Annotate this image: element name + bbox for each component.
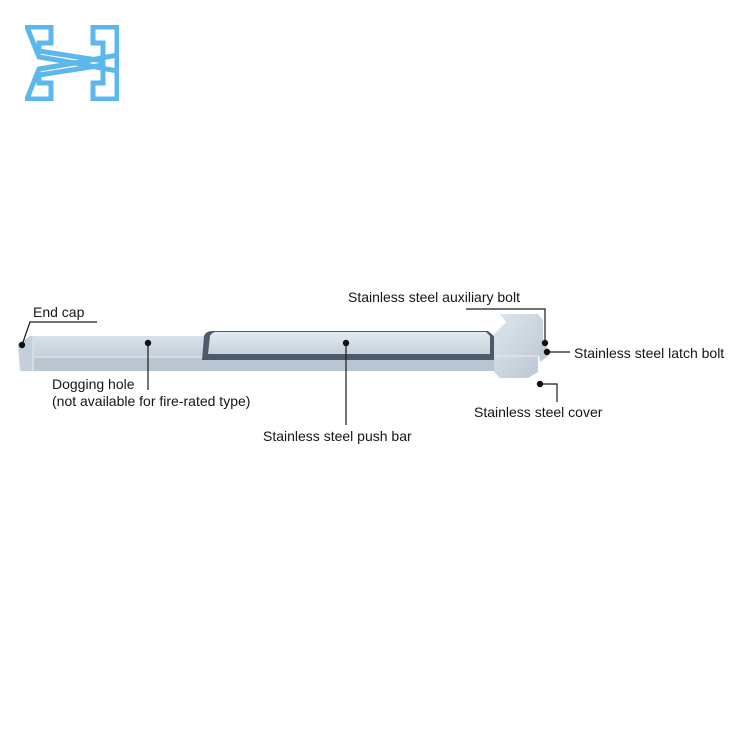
leader-dots — [18, 339, 551, 388]
label-push-bar: Stainless steel push bar — [263, 428, 412, 444]
label-cover: Stainless steel cover — [474, 404, 603, 420]
label-auxiliary-bolt: Stainless steel auxiliary bolt — [348, 289, 520, 305]
leader-lines — [21, 308, 570, 425]
brand-logo-icon — [25, 25, 119, 101]
label-latch-bolt: Stainless steel latch bolt — [574, 345, 725, 361]
label-end-cap: End cap — [33, 304, 85, 320]
latch-head — [494, 314, 548, 378]
label-dogging-hole: Dogging hole — [52, 376, 135, 392]
push-pad — [202, 331, 494, 360]
label-dogging-hole-note: (not available for fire-rated type) — [52, 393, 251, 409]
end-cap — [18, 336, 34, 371]
